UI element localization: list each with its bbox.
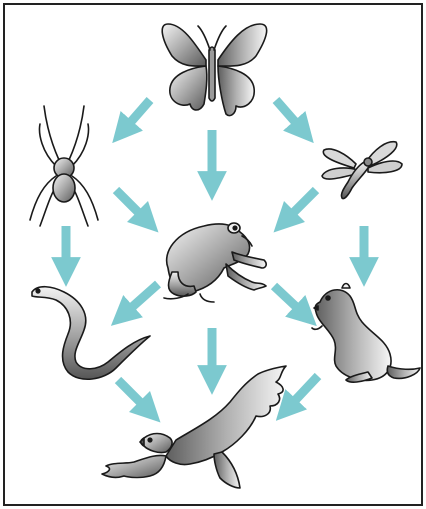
food-web-diagram [0,0,426,509]
